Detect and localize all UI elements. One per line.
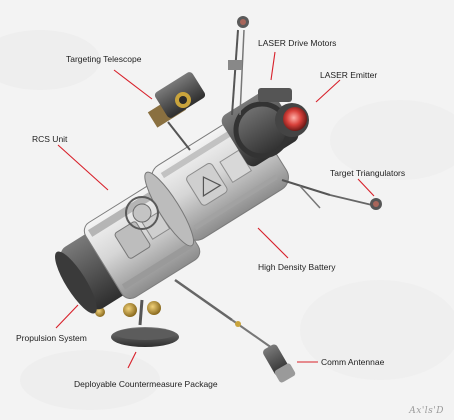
leader-propulsion-system xyxy=(55,304,79,329)
leader-rcs-unit xyxy=(57,144,109,191)
comm-antenna xyxy=(174,278,296,383)
leader-laser-drive-motors xyxy=(270,51,276,81)
leader-laser-emitter xyxy=(315,79,341,103)
leader-countermeasure xyxy=(127,351,137,369)
leader-lines xyxy=(55,51,375,369)
targeting-telescope xyxy=(147,72,206,151)
background-texture xyxy=(0,30,454,410)
label-propulsion-system: Propulsion System xyxy=(16,333,87,343)
laser-drive-mast xyxy=(228,16,249,116)
label-target-triangulators: Target Triangulators xyxy=(330,168,406,178)
label-laser-drive-motors: LASER Drive Motors xyxy=(258,38,337,48)
label-targeting-telescope: Targeting Telescope xyxy=(66,54,142,64)
countermeasure-package xyxy=(95,299,179,347)
leader-targeting-telescope xyxy=(113,69,153,100)
label-rcs-unit: RCS Unit xyxy=(32,134,68,144)
label-high-density-battery: High Density Battery xyxy=(258,262,336,272)
artist-signature: Ax'ls'D xyxy=(409,406,444,416)
label-laser-emitter: LASER Emitter xyxy=(320,70,378,80)
leader-target-triangulators xyxy=(357,178,375,197)
label-comm-antennae: Comm Antennae xyxy=(321,357,385,367)
target-triangulators xyxy=(281,179,382,210)
rcs-unit xyxy=(125,196,159,230)
leader-high-density-battery xyxy=(257,227,289,259)
label-deployable-countermeasure-package: Deployable Countermeasure Package xyxy=(74,379,218,389)
